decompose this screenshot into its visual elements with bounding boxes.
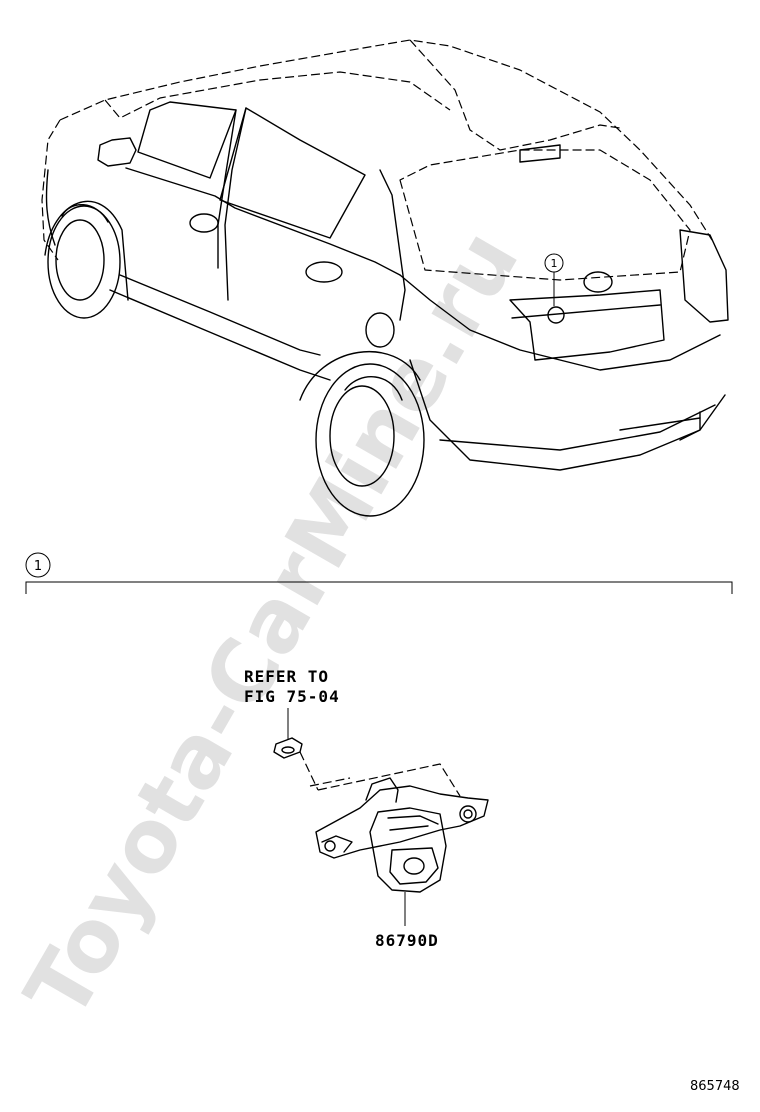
section-header: 1: [25, 552, 733, 594]
camera-location-callout[interactable]: 1: [544, 253, 565, 324]
refer-line-2: FIG 75-04: [244, 687, 340, 706]
part-number-label[interactable]: 86790D: [375, 931, 439, 950]
rear-camera-part-icon[interactable]: [309, 763, 489, 926]
bolt-icon[interactable]: [273, 737, 319, 791]
figure-number: 865748: [690, 1079, 740, 1094]
watermark: Toyota-CarMine.ru: [7, 214, 539, 1035]
svg-text:1: 1: [551, 257, 558, 270]
vehicle-illustration: 1: [41, 39, 729, 517]
section-callout-id: 1: [34, 559, 42, 574]
refer-line-1: REFER TO: [244, 667, 329, 686]
refer-label[interactable]: REFER TO FIG 75-04: [244, 667, 340, 740]
